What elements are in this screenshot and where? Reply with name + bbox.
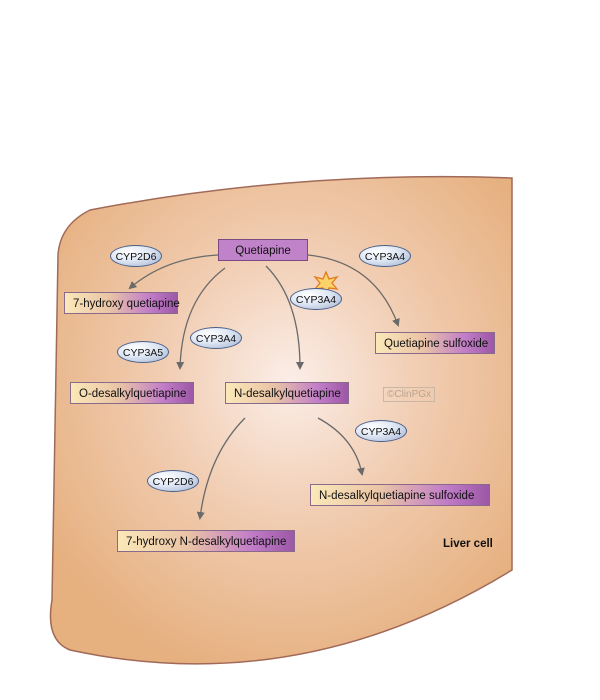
enzyme-cyp2d6-top: CYP2D6 bbox=[110, 245, 162, 267]
arrow-quetiapine-to-o-desalkyl bbox=[176, 267, 226, 370]
arrow-n-desalkyl-to-7-hydroxy-n-desalkyl bbox=[196, 417, 246, 520]
compound-7-hydroxy-quetiapine: 7-hydroxy quetiapine bbox=[64, 292, 180, 314]
enzyme-cyp3a4-lower: CYP3A4 bbox=[355, 420, 407, 442]
arrow-quetiapine-to-7-hydroxy bbox=[128, 254, 219, 290]
compound-n-desalkylquetiapine-sulfoxide: N-desalkylquetiapine sulfoxide bbox=[310, 484, 490, 506]
compound-o-desalkylquetiapine: O-desalkylquetiapine bbox=[70, 382, 194, 404]
enzyme-cyp3a4-star: CYP3A4 bbox=[290, 288, 342, 310]
enzyme-cyp3a4-mid: CYP3A4 bbox=[190, 327, 242, 349]
arrow-quetiapine-to-n-desalkyl bbox=[265, 265, 304, 370]
arrow-n-desalkyl-to-sulfoxide bbox=[317, 417, 365, 476]
liver-cell-label: Liver cell bbox=[443, 538, 493, 550]
compound-7-hydroxy-n-desalkylquetiapine: 7-hydroxy N-desalkylquetiapine bbox=[117, 530, 295, 552]
enzyme-cyp3a4-right: CYP3A4 bbox=[359, 245, 411, 267]
compound-quetiapine: Quetiapine bbox=[218, 239, 308, 261]
compound-quetiapine-sulfoxide: Quetiapine sulfoxide bbox=[375, 332, 495, 354]
enzyme-cyp2d6-bottom: CYP2D6 bbox=[147, 470, 199, 492]
arrow-quetiapine-to-sulfoxide bbox=[307, 254, 400, 327]
enzyme-cyp3a5: CYP3A5 bbox=[117, 341, 169, 363]
compound-n-desalkylquetiapine: N-desalkylquetiapine bbox=[225, 382, 349, 404]
clinpgx-watermark: ©ClinPGx bbox=[383, 387, 436, 402]
